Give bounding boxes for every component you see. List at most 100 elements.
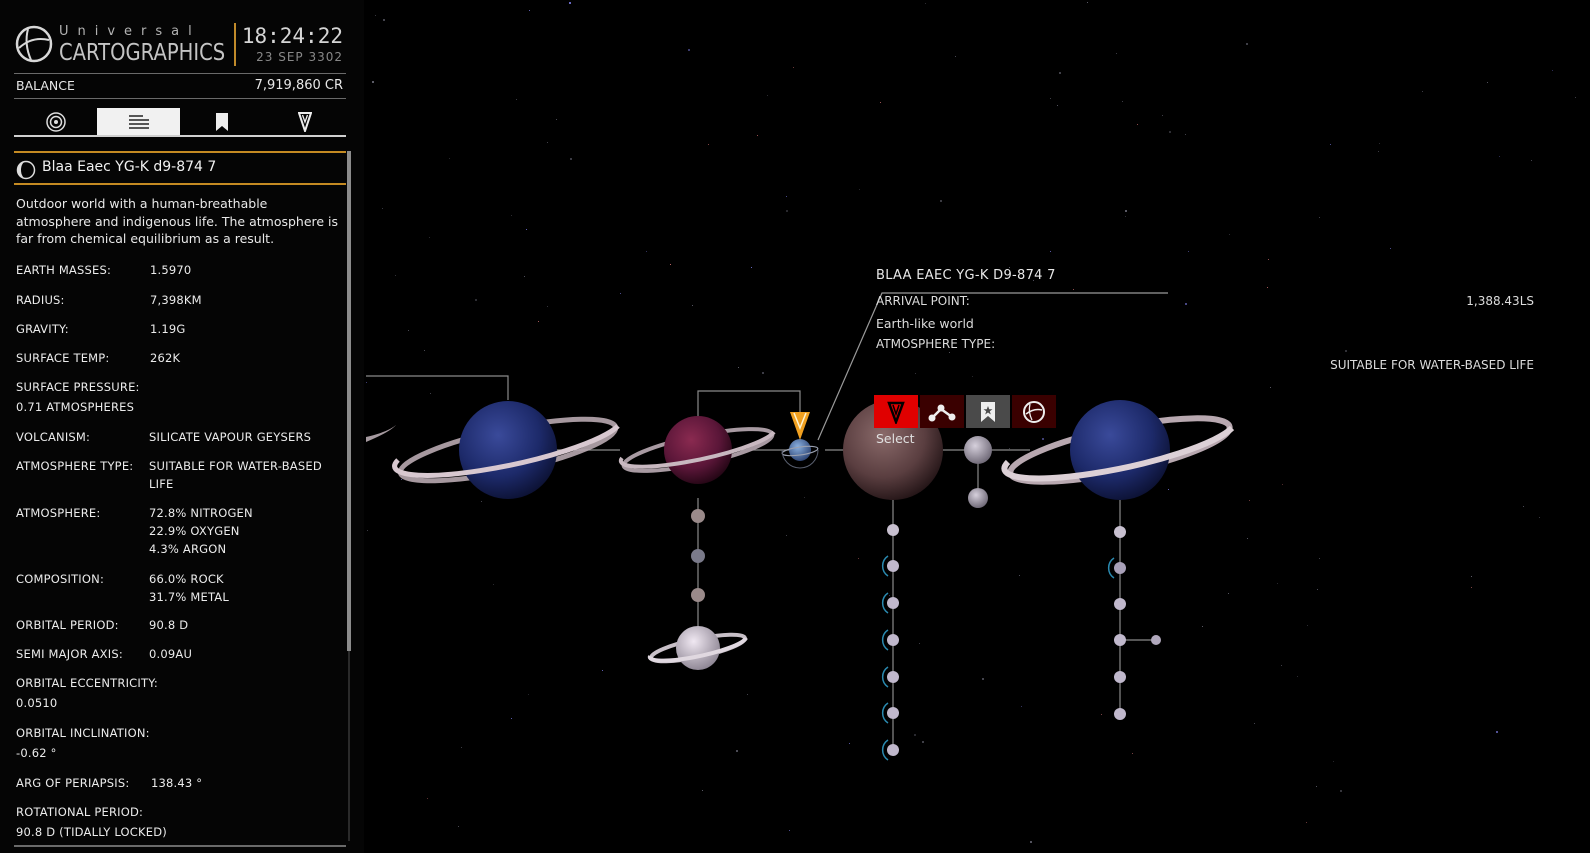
stat-label: SURFACE TEMP: (16, 351, 110, 365)
star (427, 798, 428, 799)
moons-column-1[interactable] (647, 509, 748, 670)
arrival-label: ARRIVAL POINT: (876, 294, 970, 308)
star (1033, 280, 1034, 281)
star (902, 320, 903, 321)
route-button[interactable] (920, 395, 964, 428)
star (702, 790, 703, 791)
star (516, 99, 517, 100)
star (1009, 448, 1010, 449)
target-icon (45, 111, 66, 132)
accent-line (14, 183, 346, 185)
star (375, 15, 376, 16)
stat-value: 31.7% METAL (149, 590, 229, 604)
stat-label: ORBITAL INCLINATION: (16, 726, 150, 740)
star (1316, 786, 1317, 787)
bookmark-button[interactable] (966, 395, 1010, 428)
planet-brown[interactable] (843, 400, 943, 500)
moon[interactable] (964, 436, 992, 464)
star (736, 750, 738, 752)
star (925, 3, 926, 4)
stat-value: 72.8% NITROGEN (149, 506, 253, 520)
star (372, 81, 374, 83)
star (1282, 484, 1283, 485)
star (1319, 558, 1320, 559)
star (919, 643, 920, 644)
cartographics-button[interactable] (1012, 395, 1056, 428)
star (940, 200, 942, 202)
star (458, 826, 459, 827)
target-button[interactable] (874, 395, 918, 428)
accent-line (14, 151, 346, 153)
star (786, 210, 788, 212)
star (1087, 2, 1088, 3)
star (1575, 97, 1576, 98)
star (1132, 753, 1133, 754)
star (982, 678, 984, 680)
star (972, 376, 973, 377)
system-map[interactable]: BLAA EAEC YG-K D9-874 7 ARRIVAL POINT: 1… (366, 0, 1590, 853)
star (1319, 217, 1320, 218)
star (949, 352, 950, 353)
star (1267, 287, 1268, 288)
divider (14, 845, 346, 847)
star (1162, 115, 1163, 116)
star (1122, 101, 1123, 102)
star (1345, 350, 1347, 352)
stat-value: 0.09AU (149, 647, 193, 661)
star (1378, 151, 1379, 152)
star (429, 237, 430, 238)
star (1101, 714, 1102, 715)
star (1268, 259, 1269, 260)
stat-label: COMPOSITION: (16, 572, 105, 586)
star (1330, 144, 1331, 145)
scrollbar-thumb[interactable] (347, 151, 351, 651)
stat-value: 138.43 ° (151, 776, 203, 790)
star (383, 19, 385, 21)
gas-giant-2[interactable] (618, 416, 776, 484)
star (1390, 248, 1391, 249)
tab-bookmarks[interactable] (180, 108, 263, 135)
star (793, 67, 794, 68)
star (880, 102, 881, 103)
star (620, 293, 621, 294)
gas-giant-1[interactable] (392, 401, 620, 499)
moons-column-3[interactable] (1107, 526, 1161, 720)
star (1185, 134, 1186, 135)
atmosphere-type-label: ATMOSPHERE TYPE: (876, 337, 996, 351)
star (395, 275, 396, 276)
star (1168, 489, 1169, 490)
star (1009, 267, 1010, 268)
stat-label: ROTATIONAL PERIOD: (16, 805, 144, 819)
tab-details[interactable] (97, 108, 180, 135)
cartographics-logo (15, 25, 53, 63)
star (475, 299, 477, 301)
selected-earth-like-world[interactable] (781, 439, 819, 469)
stat-value: 4.3% ARGON (149, 542, 227, 556)
divider (14, 73, 346, 74)
star (528, 694, 529, 695)
stat-value: SUITABLE FOR WATER-BASED (149, 459, 322, 473)
star (1050, 251, 1051, 252)
stat-value: 90.8 D (TIDALLY LOCKED) (16, 825, 167, 839)
star (751, 267, 752, 268)
star (1422, 91, 1423, 92)
star (1185, 303, 1187, 305)
star (1254, 723, 1255, 724)
tab-location[interactable] (263, 108, 346, 135)
brand-cartographics: CARTOGRAPHICS (59, 40, 226, 66)
moons-column-2[interactable] (881, 524, 899, 761)
star (914, 734, 916, 736)
star (556, 119, 557, 120)
star (1499, 156, 1500, 157)
stat-value: LIFE (149, 477, 174, 491)
star (1333, 761, 1334, 762)
gas-giant-3[interactable] (1001, 400, 1235, 500)
star (570, 158, 572, 160)
star (889, 595, 890, 596)
moon[interactable] (968, 488, 988, 508)
tab-overview[interactable] (14, 108, 97, 135)
header-divider (234, 23, 236, 66)
star (1247, 538, 1248, 539)
star (526, 229, 527, 230)
star (1059, 72, 1061, 74)
